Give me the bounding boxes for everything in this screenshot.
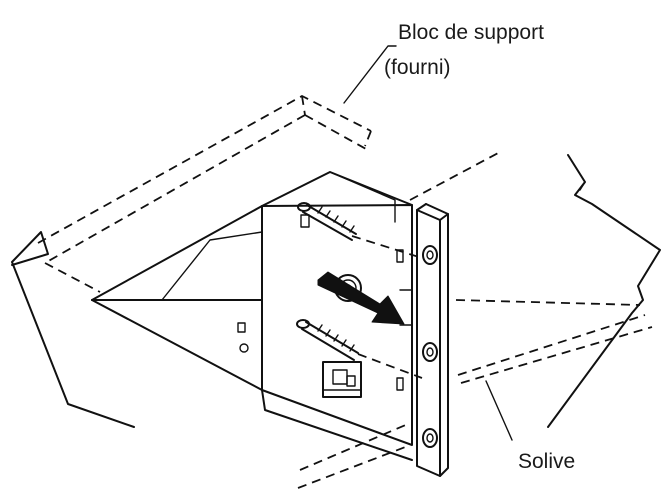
upper-screw-icon: [297, 202, 357, 241]
direction-arrow-icon: [317, 271, 405, 325]
left-ceiling-plane: [11, 231, 135, 428]
terminal-block-icon: [322, 361, 362, 398]
joist-label: Solive: [518, 450, 576, 473]
support-block-outline: [37, 94, 372, 264]
mounting-slots: [237, 214, 404, 391]
right-joist-plane: [547, 154, 661, 428]
support-block-label: Bloc de support: [398, 21, 544, 44]
support-block-label-note: (fourni): [384, 56, 451, 79]
alignment-lines: [351, 235, 423, 379]
fixture-box: [91, 171, 413, 461]
support-block-leader-line: [343, 45, 397, 104]
joist-leader-line: [485, 380, 513, 441]
joist-outline: [44, 151, 653, 489]
lower-screw-icon: [296, 319, 359, 361]
mounting-bracket: [399, 203, 449, 477]
